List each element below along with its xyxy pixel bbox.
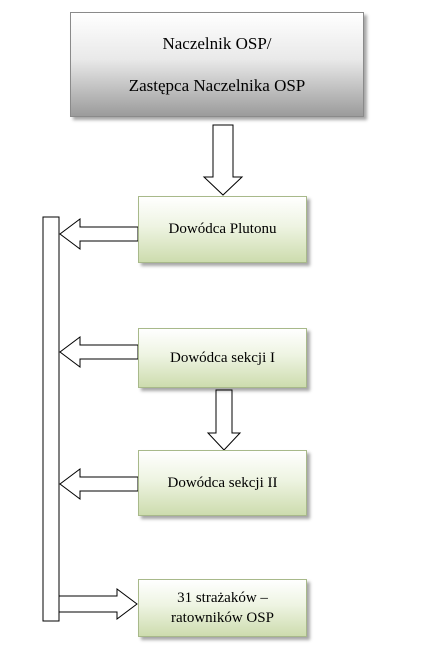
dowodca-sekcji-2-label: Dowódca sekcji II [167, 474, 278, 491]
zastepca-label: Zastępca Naczelnika OSP [128, 75, 306, 95]
arrow-down-top-to-plutonu [202, 124, 244, 196]
naczelnik-label: Naczelnik OSP/ [162, 33, 272, 53]
strazacy-box: 31 strażaków – ratowników OSP [138, 579, 307, 637]
dowodca-plutonu-box: Dowódca Plutonu [138, 196, 307, 263]
arrow-down-sekcji-1-to-2 [206, 389, 242, 451]
dowodca-sekcji-1-box: Dowódca sekcji I [138, 328, 307, 388]
arrow-left-plutonu [59, 218, 139, 250]
dowodca-sekcji-1-label: Dowódca sekcji I [170, 349, 275, 366]
strazacy-label-line2: ratowników OSP [171, 610, 274, 626]
arrow-left-sekcji-1 [59, 336, 139, 368]
vertical-bus-bar [42, 216, 60, 622]
naczelnik-box: Naczelnik OSP/ Zastępca Naczelnika OSP [70, 12, 364, 117]
arrow-left-sekcji-2 [59, 468, 139, 500]
arrow-right-strazacy [58, 588, 138, 620]
strazacy-label-line1: 31 strażaków – [177, 590, 268, 606]
dowodca-sekcji-2-box: Dowódca sekcji II [138, 450, 307, 516]
dowodca-plutonu-label: Dowódca Plutonu [168, 221, 277, 237]
